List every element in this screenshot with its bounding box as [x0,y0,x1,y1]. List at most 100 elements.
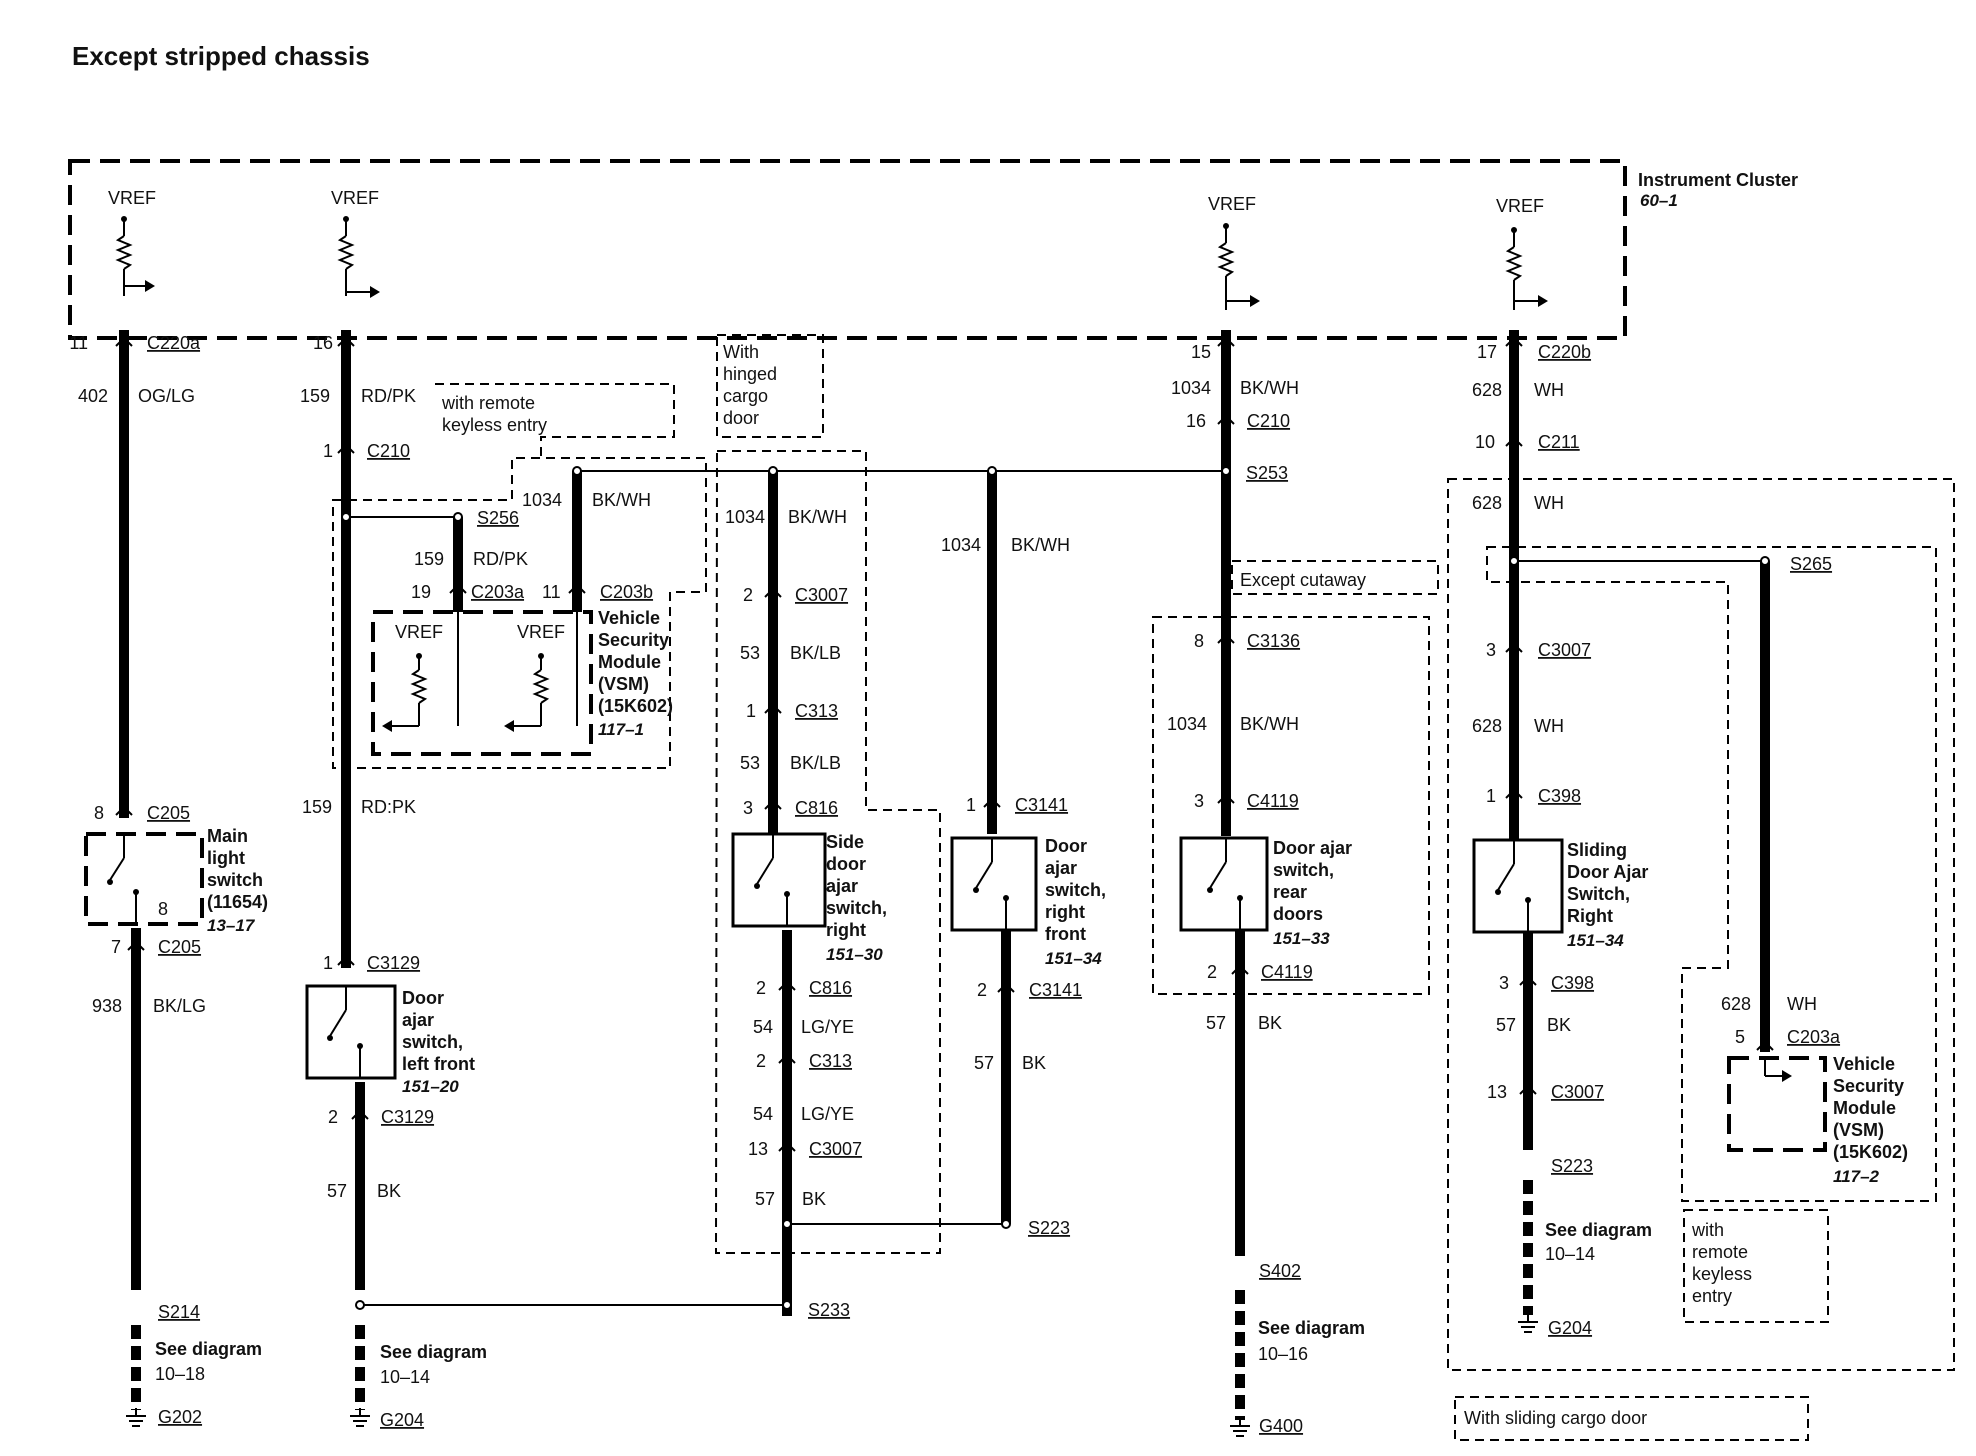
main-light-switch-ref: 13–17 [207,916,256,935]
wire-label-l07: 8 [158,899,168,919]
wire-label-l95: 3 [1486,640,1496,660]
wire-col-1 [119,330,141,1410]
wire-label-l35: 1034 [725,507,765,527]
wire-label-l61: BK/WH [1011,535,1070,555]
door-ajar-lf-line-1: Door [402,988,444,1008]
wire-label-l28: RD:PK [361,797,416,817]
wire-label-l14: 159 [300,386,330,406]
wire-label-l37: 2 [743,585,753,605]
wire-label-l60: 1034 [941,535,981,555]
door-ajar-rf-line-3: switch, [1045,880,1106,900]
wire-label-l86: 17 [1477,342,1497,362]
wire-label-l13: 16 [313,333,333,353]
wire-label-l108: 628 [1721,994,1751,1014]
wire-label-l22: RD/PK [473,549,528,569]
wire-label-l88: 628 [1472,380,1502,400]
vsm1-line-4: (VSM) [598,674,649,694]
vsm2-line-2: Security [1833,1076,1904,1096]
instrument-cluster-box [68,159,1627,340]
wire-label-l107: S223 [1551,1156,1593,1176]
door-ajar-switch-left-front [305,984,397,1080]
wire-label-l33: 57 [327,1181,347,1201]
wire-col-2 [341,330,365,1410]
vsm1-ref: 117–1 [598,720,644,739]
side-door-line-3: ajar [826,876,858,896]
door-ajar-rf-line-5: front [1045,924,1086,944]
see-diagram-4-label: See diagram [1545,1220,1652,1240]
remote-keyless-note-box-2 [1683,1209,1829,1323]
sliding-cargo-note-box [1454,1396,1809,1441]
side-door-line-1: Side [826,832,864,852]
door-ajar-switch-rear-doors [1179,836,1269,932]
wire-label-l103: 57 [1496,1015,1516,1035]
wire-label-l49: 54 [753,1017,773,1037]
wire-label-l104: BK [1547,1015,1571,1035]
wire-label-l43: 53 [740,753,760,773]
main-light-switch [84,832,204,926]
sliding-door-line-4: Right [1567,906,1613,926]
door-ajar-switch-right-front [950,836,1038,932]
vsm2-line-5: (15K602) [1833,1142,1908,1162]
wire-label-l111: C203a [1787,1027,1841,1047]
wire-label-l11: BK/LG [153,996,206,1016]
wire-col-5 [1221,330,1245,1420]
page-title: Except stripped chassis [72,41,370,71]
door-ajar-rear-line-1: Door ajar [1273,838,1352,858]
see-diagram-1-label: See diagram [155,1339,262,1359]
wire-label-l96: C3007 [1538,640,1591,660]
vref-label-2: VREF [331,188,379,208]
door-ajar-lf-line-3: switch, [402,1032,463,1052]
vsm1-region-box [332,457,707,769]
wire-label-l77: 1034 [1167,714,1207,734]
wire-label-l78: BK/WH [1240,714,1299,734]
wire-label-l26: C203b [600,582,653,602]
ground-g202-label: G202 [158,1407,202,1427]
wire-label-l83: 57 [1206,1013,1226,1033]
hinged-cargo-box [716,334,824,438]
hinged-cargo-line-1: With [723,342,759,362]
vsm1-line-5: (15K602) [598,696,673,716]
wire-label-l12: S214 [158,1302,200,1322]
side-door-ref: 151–30 [826,945,883,964]
wire-label-l100: C398 [1538,786,1581,806]
see-diagram-1-ref: 10–18 [155,1364,205,1384]
vehicle-security-module-1 [371,610,593,756]
wire-label-l71: BK/WH [1240,378,1299,398]
wire-label-l63: C3141 [1015,795,1068,815]
wire-label-l105: 13 [1487,1082,1507,1102]
wire-label-l42: C313 [795,701,838,721]
ground-g400-label: G400 [1259,1416,1303,1436]
wire-vsm1-branches [453,471,582,612]
vsm1-line-1: Vehicle [598,608,660,628]
except-cutaway-label: Except cutaway [1240,570,1366,590]
vref-label-1: VREF [108,188,156,208]
hinged-cargo-line-2: hinged [723,364,777,384]
door-ajar-rear-ref: 151–33 [1273,929,1330,948]
wire-label-l56: C3007 [809,1139,862,1159]
hinged-cargo-line-3: cargo [723,386,768,406]
connector-chevrons [115,336,1774,1152]
door-ajar-lf-line-4: left front [402,1054,475,1074]
wire-label-l76: C3136 [1247,631,1300,651]
splice-dots [341,466,1770,1310]
wire-label-l38: C3007 [795,585,848,605]
see-diagram-2-label: See diagram [380,1342,487,1362]
cluster-resistor-2 [337,216,380,298]
wire-label-l58: BK [802,1189,826,1209]
wire-label-l32: C3129 [381,1107,434,1127]
wire-label-l09: C205 [158,937,201,957]
wire-label-l23: 19 [411,582,431,602]
wire-label-l102: C398 [1551,973,1594,993]
wire-label-l41: 1 [746,701,756,721]
door-ajar-rear-line-3: rear [1273,882,1307,902]
cluster-resistor-1 [115,216,155,296]
wire-label-l52: C313 [809,1051,852,1071]
vehicle-security-module-2 [1727,1056,1827,1152]
vsm2-region-box [1486,546,1937,1202]
vsm2-ref: 117–2 [1833,1167,1880,1186]
wire-label-l01: 11 [69,333,88,353]
wire-label-l101: 3 [1499,973,1509,993]
wire-label-l79: 3 [1194,791,1204,811]
wire-label-l08: 7 [111,937,121,957]
